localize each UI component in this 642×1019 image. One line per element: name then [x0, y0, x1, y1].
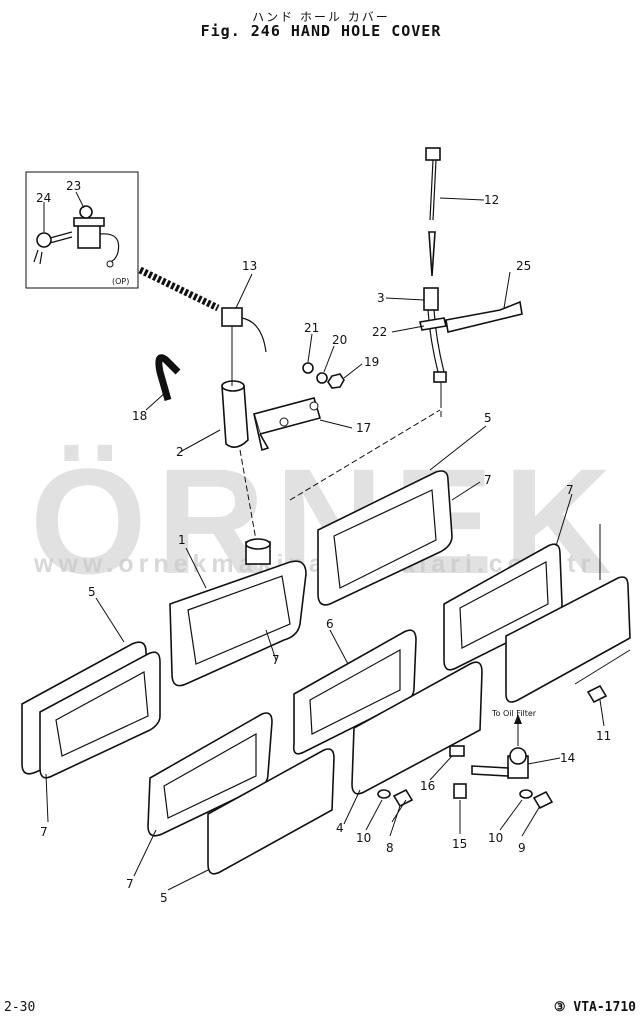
- inset-key-switch: (OP): [25, 171, 139, 289]
- washer-part-left: [377, 789, 391, 799]
- callout-6: 6: [326, 617, 334, 631]
- document-code: ③ VTA-1710: [553, 1000, 636, 1015]
- mounting-bracket-part: [252, 397, 322, 452]
- nut-part: [302, 362, 314, 374]
- hand-hole-cover-1: [169, 538, 307, 687]
- cover-plate-right: [505, 576, 631, 703]
- callout-5-bottom: 5: [160, 891, 168, 905]
- callout-11: 11: [596, 729, 611, 743]
- bolt-part-9: [532, 790, 554, 810]
- callout-10-right: 10: [488, 831, 503, 845]
- bolt-part: [327, 373, 345, 389]
- callout-7-bottom: 7: [126, 877, 134, 891]
- callout-20: 20: [332, 333, 347, 347]
- callout-16: 16: [420, 779, 435, 793]
- oil-filter-note: To Oil Filter: [491, 709, 537, 718]
- cover-plate-lower: [207, 748, 335, 875]
- oil-fitting-assembly: [449, 714, 529, 799]
- breather-tube-part: [221, 380, 249, 448]
- callout-23: 23: [66, 179, 81, 193]
- hand-hole-cover-4: [351, 661, 483, 795]
- callout-13: 13: [242, 259, 257, 273]
- callout-24: 24: [36, 191, 51, 205]
- callout-15: 15: [452, 837, 467, 851]
- callout-17: 17: [356, 421, 371, 435]
- callout-5-left: 5: [88, 585, 96, 599]
- gasket-left: [21, 641, 161, 779]
- breather-hose-part: [155, 354, 181, 401]
- page-number: 2-30: [4, 1000, 36, 1015]
- dipstick-part: [425, 147, 441, 277]
- key-part: [33, 231, 73, 265]
- callout-7-right: 7: [566, 483, 574, 497]
- callout-7-left: 7: [40, 825, 48, 839]
- key-switch-part: [73, 205, 120, 268]
- clamp-part: [419, 317, 447, 331]
- callout-12: 12: [484, 193, 499, 207]
- inset-note: (OP): [112, 277, 129, 286]
- callout-1: 1: [178, 533, 186, 547]
- callout-14: 14: [560, 751, 575, 765]
- washer-part-right: [519, 789, 533, 799]
- bracket-part: [445, 300, 523, 333]
- bolt-part-11: [586, 684, 608, 704]
- callout-18: 18: [132, 409, 147, 423]
- callout-21: 21: [304, 321, 319, 335]
- wire-harness-part: [138, 266, 220, 312]
- callout-19: 19: [364, 355, 379, 369]
- callout-4: 4: [336, 821, 344, 835]
- page-title: Fig. 246 HAND HOLE COVER: [200, 22, 442, 40]
- sensor-part: [221, 307, 267, 372]
- callout-22: 22: [372, 325, 387, 339]
- callout-25: 25: [516, 259, 531, 273]
- callout-3: 3: [377, 291, 385, 305]
- title-japanese: ハンド ホール カバー: [252, 10, 390, 24]
- callout-9: 9: [518, 841, 526, 855]
- gasket-upper-right: [317, 470, 453, 606]
- dipstick-guide-part: [423, 287, 447, 402]
- callout-8: 8: [386, 841, 394, 855]
- callout-10-left: 10: [356, 831, 371, 845]
- callout-2: 2: [176, 445, 184, 459]
- callout-7-top: 7: [484, 473, 492, 487]
- bolt-part-8: [391, 788, 414, 823]
- washer-part: [316, 372, 328, 384]
- callout-5-top: 5: [484, 411, 492, 425]
- callout-7-middle: 7: [272, 653, 280, 667]
- inset-frame: [25, 171, 139, 289]
